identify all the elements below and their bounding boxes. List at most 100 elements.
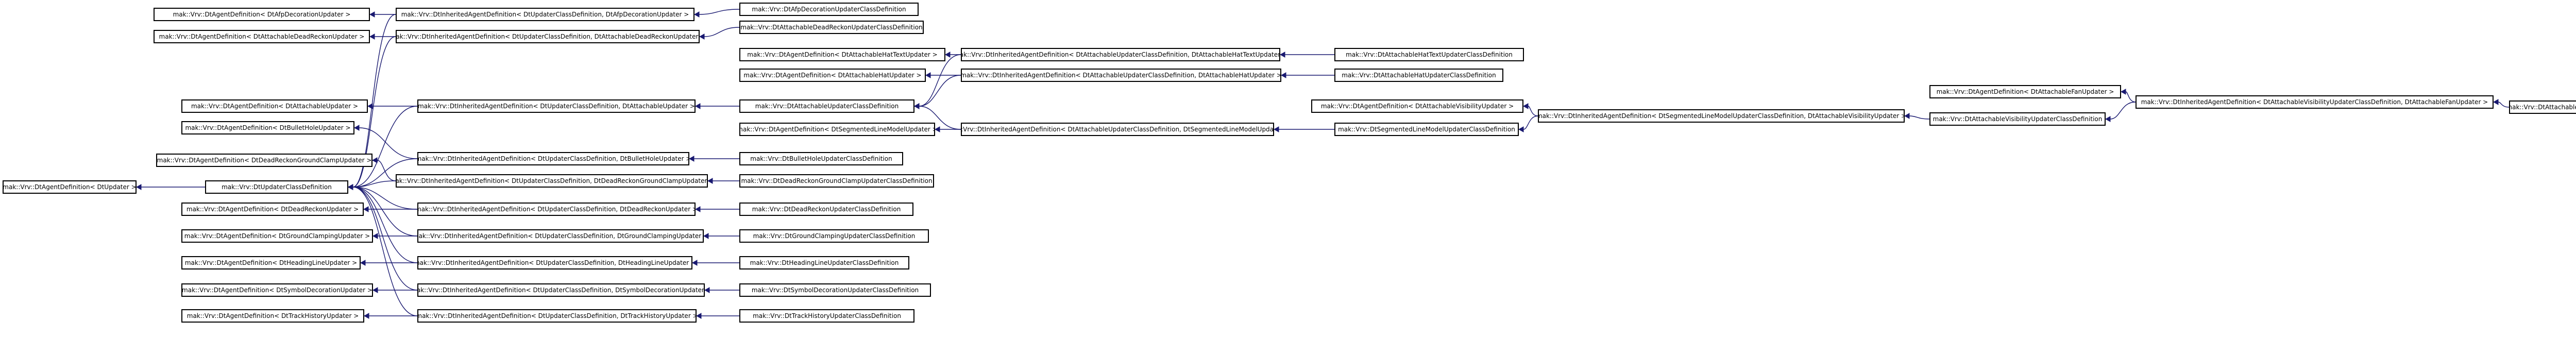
inheritance-arrowhead <box>696 313 702 319</box>
class-node-dr-def[interactable]: mak::Vrv::DtDeadReckonUpdaterClassDefini… <box>739 203 913 216</box>
class-node-seg-tpl[interactable]: mak::Vrv::DtInheritedAgentDefinition< Dt… <box>961 123 1274 136</box>
inheritance-arrowhead <box>913 103 920 109</box>
class-node-gc-tpl[interactable]: mak::Vrv::DtInheritedAgentDefinition< Dt… <box>417 229 704 243</box>
inheritance-arrowhead <box>369 33 375 40</box>
inheritance-arrowhead <box>347 184 353 190</box>
inheritance-arrowhead <box>703 233 709 239</box>
class-node-att-def[interactable]: mak::Vrv::DtAttachableUpdaterClassDefini… <box>739 99 914 113</box>
class-node-fan-if[interactable]: mak::Vrv::DtAgentDefinition< DtAttachabl… <box>1929 85 2121 98</box>
class-node-dr-if[interactable]: mak::Vrv::DtAgentDefinition< DtDeadRecko… <box>181 203 364 216</box>
inheritance-arrowhead <box>372 233 378 239</box>
class-node-att-tpl[interactable]: mak::Vrv::DtInheritedAgentDefinition< Dt… <box>417 99 696 113</box>
class-node-att-if[interactable]: mak::Vrv::DtAgentDefinition< DtAttachabl… <box>181 99 368 113</box>
inheritance-arrowhead <box>347 184 353 190</box>
interface-edge <box>2125 91 2136 103</box>
class-node-hat-if[interactable]: mak::Vrv::DtAgentDefinition< DtAttachabl… <box>739 69 926 82</box>
class-node-hat-tpl[interactable]: mak::Vrv::DtInheritedAgentDefinition< Dt… <box>961 69 1281 82</box>
class-node-sym-if[interactable]: mak::Vrv::DtAgentDefinition< DtSymbolDec… <box>181 283 373 297</box>
inheritance-arrowhead <box>1273 126 1279 132</box>
inheritance-arrowhead <box>367 103 373 109</box>
inheritance-arrowhead <box>347 184 353 190</box>
inheritance-arrowhead <box>135 184 142 190</box>
inheritance-edge <box>1523 115 1538 130</box>
inheritance-arrowhead <box>944 52 951 58</box>
inheritance-arrowhead <box>691 260 698 266</box>
class-node-afp-tpl[interactable]: mak::Vrv::DtInheritedAgentDefinition< Dt… <box>396 8 694 21</box>
class-node-gc-def[interactable]: mak::Vrv::DtGroundClampingUpdaterClassDe… <box>739 229 929 243</box>
class-node-gc-if[interactable]: mak::Vrv::DtAgentDefinition< DtGroundCla… <box>181 229 373 243</box>
inheritance-arrowhead <box>693 11 700 18</box>
class-node-attdr-if[interactable]: mak::Vrv::DtAgentDefinition< DtAttachabl… <box>154 30 370 43</box>
inheritance-arrowhead <box>704 287 710 293</box>
inheritance-arrowhead <box>347 184 353 190</box>
class-node-hattext-def[interactable]: mak::Vrv::DtAttachableHatTextUpdaterClas… <box>1334 48 1524 61</box>
inheritance-edge <box>699 9 740 15</box>
inheritance-edge <box>2110 102 2136 120</box>
class-node-th-tpl[interactable]: mak::Vrv::DtInheritedAgentDefinition< Dt… <box>417 309 697 323</box>
inheritance-arrowhead <box>347 184 353 190</box>
inheritance-arrowhead <box>1522 103 1529 109</box>
inheritance-edge <box>704 27 740 37</box>
class-node-upd-if[interactable]: mak::Vrv::DtAgentDefinition< DtUpdater > <box>3 180 137 194</box>
class-node-th-def[interactable]: mak::Vrv::DtTrackHistoryUpdaterClassDefi… <box>739 309 914 323</box>
class-node-sym-def[interactable]: mak::Vrv::DtSymbolDecorationUpdaterClass… <box>739 283 931 297</box>
inheritance-edge <box>352 180 396 188</box>
inheritance-edge <box>352 187 418 263</box>
class-node-attdr-tpl[interactable]: mak::Vrv::DtInheritedAgentDefinition< Dt… <box>396 30 700 43</box>
inheritance-arrowhead <box>347 184 353 190</box>
class-node-fan-def[interactable]: mak::Vrv::DtAttachableFanUpdaterClassDef… <box>2509 100 2576 114</box>
class-node-seg-def[interactable]: mak::Vrv::DtSegmentedLineModelUpdaterCla… <box>1334 123 1519 136</box>
class-node-attvis-def[interactable]: mak::Vrv::DtAttachableVisibilityUpdaterC… <box>1929 112 2106 126</box>
class-node-hl-tpl[interactable]: mak::Vrv::DtInheritedAgentDefinition< Dt… <box>417 256 692 269</box>
inheritance-arrowhead <box>369 11 375 18</box>
inheritance-arrowhead <box>347 184 353 190</box>
class-node-drgc-if[interactable]: mak::Vrv::DtAgentDefinition< DtDeadRecko… <box>156 154 372 167</box>
inheritance-arrowhead <box>1904 113 1910 119</box>
class-node-hattext-tpl[interactable]: mak::Vrv::DtInheritedAgentDefinition< Dt… <box>961 48 1280 61</box>
class-node-hl-def[interactable]: mak::Vrv::DtHeadingLineUpdaterClassDefin… <box>739 256 909 269</box>
inheritance-arrowhead <box>688 156 694 162</box>
class-node-afp-if[interactable]: mak::Vrv::DtAgentDefinition< DtAfpDecora… <box>154 8 370 21</box>
class-node-attvis-tpl[interactable]: mak::Vrv::DtInheritedAgentDefinition< Dt… <box>1538 109 1905 123</box>
inheritance-arrowhead <box>353 125 360 131</box>
class-node-seg-if[interactable]: mak::Vrv::DtAgentDefinition< DtSegmented… <box>739 123 935 136</box>
inheritance-arrowhead <box>2120 89 2126 95</box>
inheritance-arrowhead <box>694 206 701 212</box>
inheritance-arrowhead <box>372 287 378 293</box>
inheritance-arrowhead <box>913 103 920 109</box>
interface-edge <box>377 160 396 181</box>
class-node-hat-def[interactable]: mak::Vrv::DtAttachableHatUpdaterClassDef… <box>1334 69 1503 82</box>
interface-edge <box>1528 106 1538 116</box>
class-node-hl-if[interactable]: mak::Vrv::DtAgentDefinition< DtHeadingLi… <box>181 256 361 269</box>
class-node-bullet-if[interactable]: mak::Vrv::DtAgentDefinition< DtBulletHol… <box>181 121 354 134</box>
inheritance-arrowhead <box>347 184 353 190</box>
class-node-attvis-if[interactable]: mak::Vrv::DtAgentDefinition< DtAttachabl… <box>1311 99 1523 113</box>
inheritance-arrowhead <box>694 103 701 109</box>
inheritance-arrowhead <box>371 157 378 163</box>
class-node-th-if[interactable]: mak::Vrv::DtAgentDefinition< DtTrackHist… <box>181 309 364 323</box>
class-node-afp-def[interactable]: mak::Vrv::DtAfpDecorationUpdaterClassDef… <box>739 3 919 16</box>
class-node-sym-tpl[interactable]: mak::Vrv::DtInheritedAgentDefinition< Dt… <box>417 283 705 297</box>
class-node-upd-def[interactable]: mak::Vrv::DtUpdaterClassDefinition <box>205 180 348 194</box>
class-node-dr-tpl[interactable]: mak::Vrv::DtInheritedAgentDefinition< Dt… <box>417 203 696 216</box>
inheritance-arrowhead <box>1280 72 1286 78</box>
class-node-hattext-if[interactable]: mak::Vrv::DtAgentDefinition< DtAttachabl… <box>739 48 945 61</box>
inheritance-arrowhead <box>1279 52 1285 58</box>
inheritance-arrowhead <box>2105 116 2111 122</box>
class-node-bullet-tpl[interactable]: mak::Vrv::DtInheritedAgentDefinition< Dt… <box>417 152 689 165</box>
inheritance-arrowhead <box>2493 99 2499 105</box>
inheritance-arrowhead <box>699 33 705 40</box>
inheritance-arrowhead <box>913 103 920 109</box>
class-node-drgc-tpl[interactable]: mak::Vrv::DtInheritedAgentDefinition< Dt… <box>396 174 708 188</box>
class-node-drgc-def[interactable]: mak::Vrv::DtDeadReckonGroundClampUpdater… <box>739 174 934 188</box>
inheritance-edge <box>2498 102 2510 108</box>
inheritance-arrowhead <box>1518 126 1524 132</box>
class-node-bullet-def[interactable]: mak::Vrv::DtBulletHoleUpdaterClassDefini… <box>739 152 903 165</box>
inheritance-arrowhead <box>360 260 366 266</box>
inheritance-arrowhead <box>363 313 369 319</box>
inheritance-edge <box>1909 115 1930 120</box>
class-node-fan-tpl[interactable]: mak::Vrv::DtInheritedAgentDefinition< Dt… <box>2136 95 2494 109</box>
class-node-attdr-def[interactable]: mak::Vrv::DtAttachableDeadReckonUpdaterC… <box>739 21 924 34</box>
